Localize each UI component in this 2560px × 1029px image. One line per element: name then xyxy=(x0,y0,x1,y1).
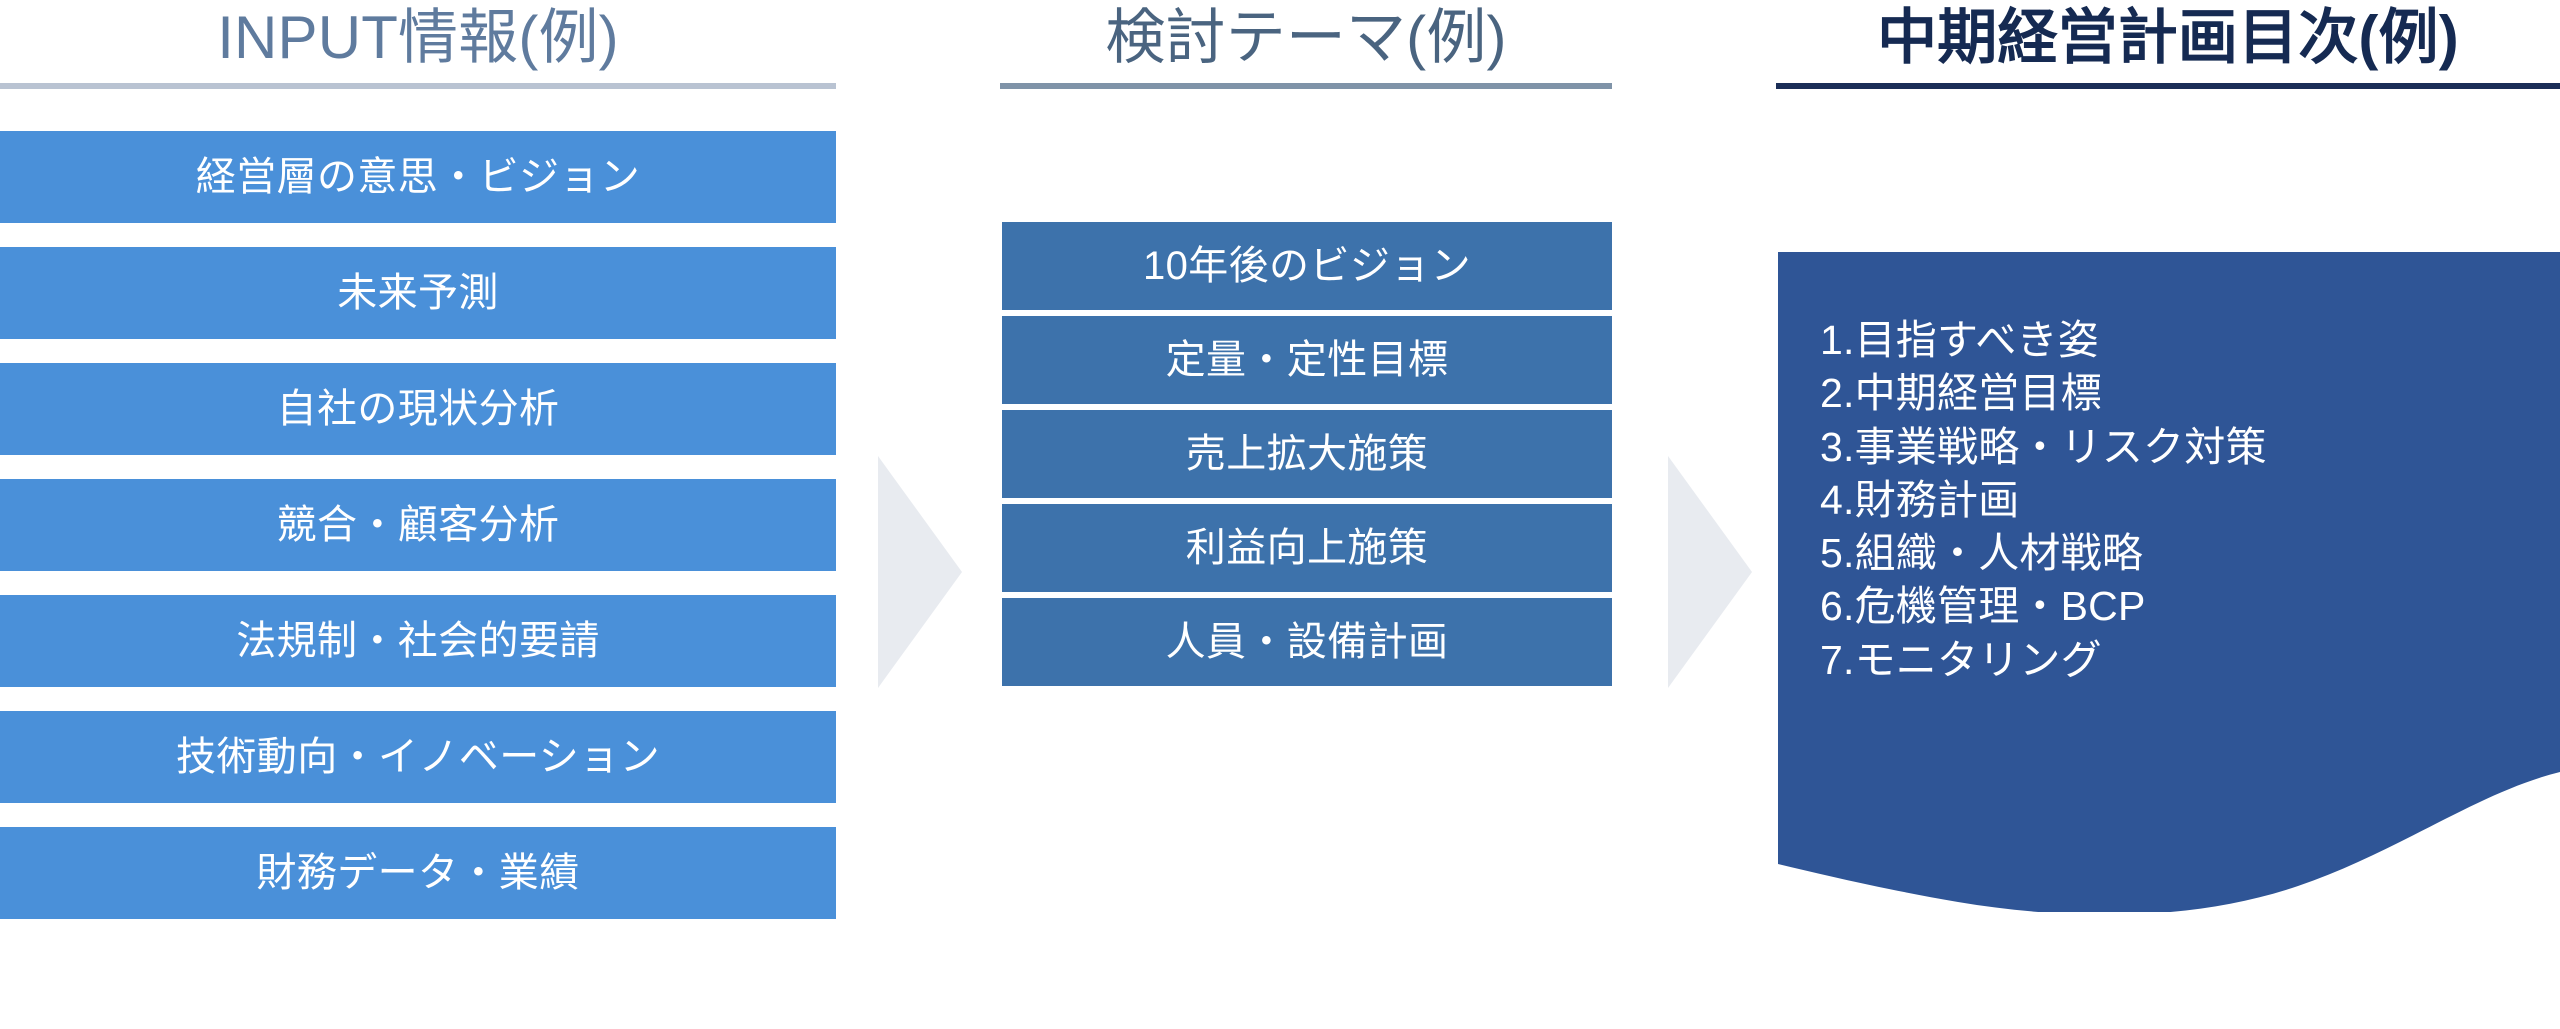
input-bar-label: 経営層の意思・ビジョン xyxy=(195,155,641,199)
input-bar-label: 未来予測 xyxy=(337,271,499,315)
toc-list-item: 5.組織・人材戦略 xyxy=(1820,530,2144,577)
column-heading-input: INPUT情報(例) xyxy=(0,4,836,89)
theme-box-label: 人員・設備計画 xyxy=(1165,620,1449,664)
toc-panel-wave-shape xyxy=(1778,252,2560,912)
input-bar-label: 自社の現状分析 xyxy=(276,387,560,431)
column-heading-toc-text: 中期経営計画目次(例) xyxy=(1877,4,2459,71)
theme-box-item[interactable]: 売上拡大施策 xyxy=(1002,410,1612,498)
toc-panel: 1.目指すべき姿 2.中期経営目標 3.事業戦略・リスク対策 4.財務計画 5.… xyxy=(1778,252,2560,912)
toc-list-item: 4.財務計画 xyxy=(1820,476,2020,523)
theme-box-label: 利益向上施策 xyxy=(1185,526,1429,570)
input-bar-item[interactable]: 未来予測 xyxy=(0,247,836,339)
theme-box-item[interactable]: 定量・定性目標 xyxy=(1002,316,1612,404)
column-heading-theme-rule xyxy=(1000,82,1612,89)
input-bar-item[interactable]: 法規制・社会的要請 xyxy=(0,595,836,687)
column-heading-input-rule xyxy=(0,82,836,89)
input-bar-item[interactable]: 経営層の意思・ビジョン xyxy=(0,131,836,223)
toc-list-item: 6.危機管理・BCP xyxy=(1820,583,2146,630)
theme-box-list: 10年後のビジョン 定量・定性目標 売上拡大施策 利益向上施策 人員・設備計画 xyxy=(1002,222,1612,972)
theme-box-item[interactable]: 人員・設備計画 xyxy=(1002,598,1612,686)
column-heading-toc: 中期経営計画目次(例) xyxy=(1776,4,2560,89)
input-bar-item[interactable]: 技術動向・イノベーション xyxy=(0,711,836,803)
input-bar-label: 競合・顧客分析 xyxy=(276,503,560,547)
column-heading-toc-rule xyxy=(1776,82,2560,89)
toc-list-item: 3.事業戦略・リスク対策 xyxy=(1820,423,2267,470)
toc-list-item: 7.モニタリング xyxy=(1820,636,2102,683)
input-bar-label: 法規制・社会的要請 xyxy=(236,619,600,663)
input-bar-item[interactable]: 自社の現状分析 xyxy=(0,363,836,455)
column-heading-input-text: INPUT情報(例) xyxy=(217,4,619,71)
column-heading-theme: 検討テーマ(例) xyxy=(1000,4,1612,89)
arrow-theme-to-toc-icon xyxy=(1668,456,1752,688)
toc-item-list: 1.目指すべき姿 2.中期経営目標 3.事業戦略・リスク対策 4.財務計画 5.… xyxy=(1820,314,2520,687)
theme-box-label: 10年後のビジョン xyxy=(1142,244,1472,288)
theme-box-item[interactable]: 利益向上施策 xyxy=(1002,504,1612,592)
theme-box-item[interactable]: 10年後のビジョン xyxy=(1002,222,1612,310)
input-bar-label: 技術動向・イノベーション xyxy=(176,735,660,779)
input-bar-item[interactable]: 競合・顧客分析 xyxy=(0,479,836,571)
theme-box-label: 売上拡大施策 xyxy=(1185,432,1429,476)
input-bar-list: 経営層の意思・ビジョン 未来予測 自社の現状分析 競合・顧客分析 法規制・社会的… xyxy=(0,131,836,1011)
input-bar-item[interactable]: 財務データ・業績 xyxy=(0,827,836,919)
input-bar-label: 財務データ・業績 xyxy=(256,851,580,895)
arrow-input-to-theme-icon xyxy=(878,456,962,688)
theme-box-label: 定量・定性目標 xyxy=(1165,338,1449,382)
toc-list-item: 2.中期経営目標 xyxy=(1820,370,2102,417)
column-heading-theme-text: 検討テーマ(例) xyxy=(1105,4,1507,71)
toc-list-item: 1.目指すべき姿 xyxy=(1820,317,2099,363)
